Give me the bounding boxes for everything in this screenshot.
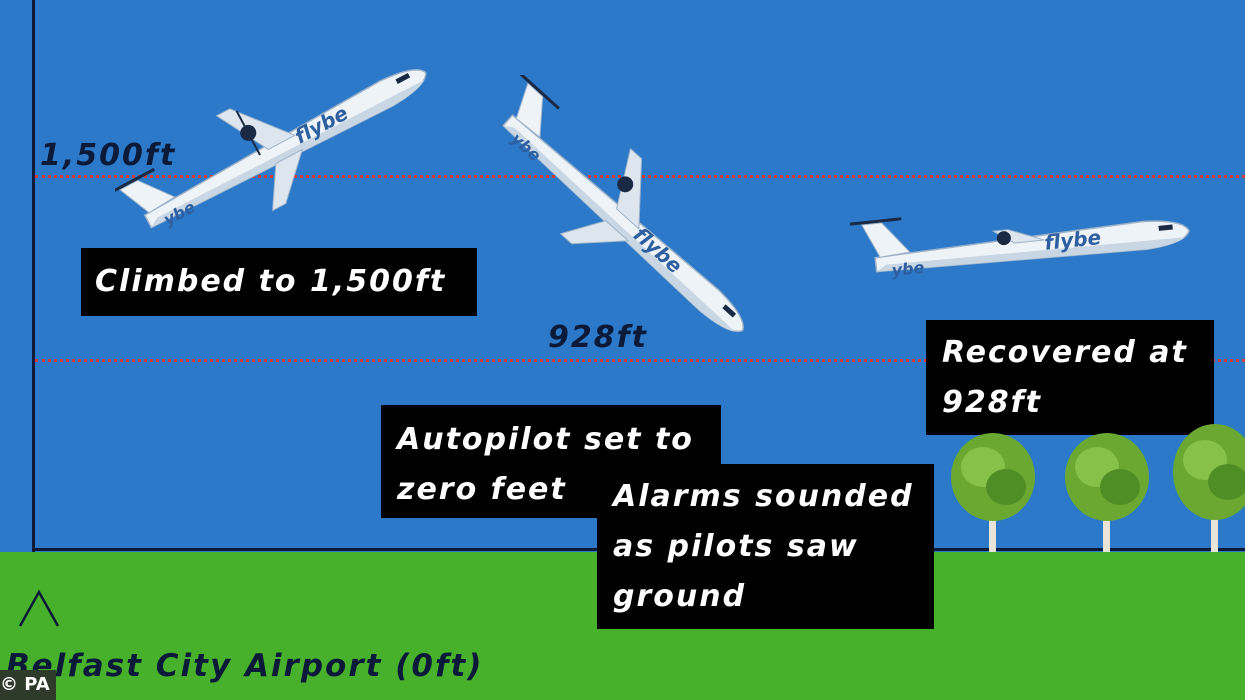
caption-alarms-line-1: Alarms sounded: [613, 479, 914, 514]
svg-text:ybe: ybe: [891, 258, 926, 280]
caption-alarms-line-2: as pilots saw: [613, 529, 859, 564]
svg-text:flybe: flybe: [1043, 225, 1102, 255]
caption-autopilot: Autopilot set to zero feet: [381, 405, 721, 518]
altitude-axis: [32, 0, 35, 552]
reference-line-928ft: [35, 359, 1245, 362]
caption-recovered-line-1: Recovered at: [942, 335, 1188, 370]
ground-label: Belfast City Airport (0ft): [6, 648, 484, 684]
runway-caret-icon: [18, 589, 60, 627]
caption-alarms-line-3: ground: [613, 579, 747, 614]
plane-climbing-icon: flybe ybe: [115, 69, 427, 229]
caption-recovered-line-2: 928ft: [942, 385, 1043, 420]
caption-climbed: Climbed to 1,500ft: [81, 248, 477, 316]
tree-icon: [1065, 433, 1149, 552]
caption-autopilot-line-1: Autopilot set to: [397, 422, 694, 457]
plane-diving-icon: flybe ybe: [502, 75, 744, 333]
caption-climbed-text: Climbed to 1,500ft: [95, 264, 447, 299]
photo-credit: © PA: [0, 670, 56, 700]
caption-recovered: Recovered at 928ft: [926, 320, 1214, 435]
altitude-label-1500ft: 1,500ft: [40, 138, 177, 173]
altitude-label-928ft: 928ft: [548, 320, 649, 355]
caption-autopilot-line-2: zero feet: [397, 472, 567, 507]
tree-icon: [1173, 424, 1245, 552]
caption-alarms: Alarms sounded as pilots saw ground: [597, 464, 934, 629]
plane-level-icon: flybe ybe: [850, 217, 1190, 280]
tree-icon: [951, 433, 1035, 552]
